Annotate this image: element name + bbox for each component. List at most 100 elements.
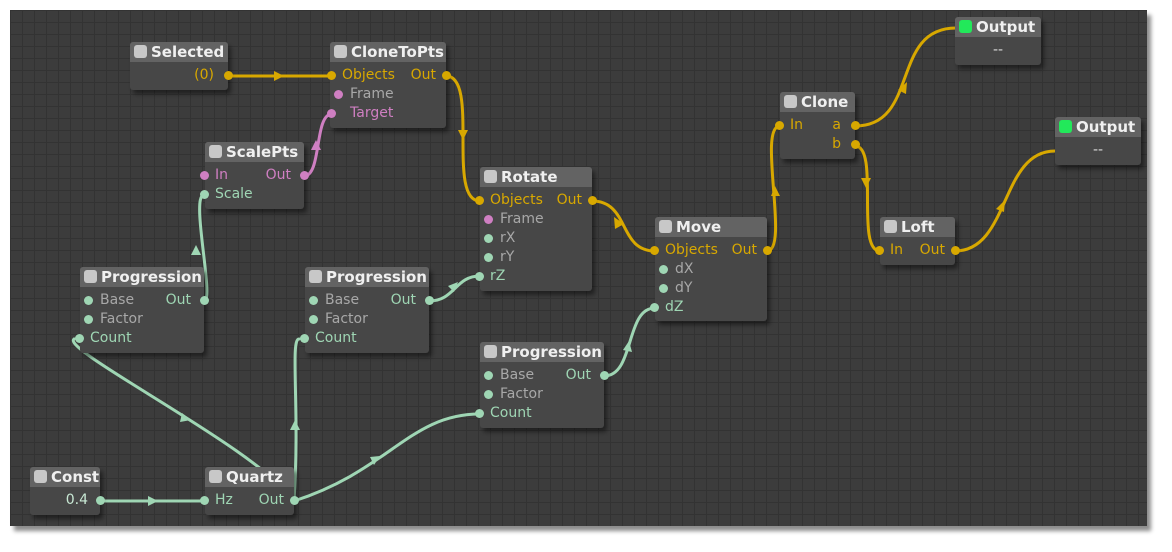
output-pin[interactable] <box>200 296 209 305</box>
node-toggle-checkbox[interactable] <box>84 270 97 283</box>
wire-quartz-to-progression2-count[interactable] <box>292 337 301 503</box>
input-label-dz: dZ <box>665 299 684 315</box>
node-title: Selected <box>151 43 225 61</box>
output-pin[interactable] <box>300 171 309 180</box>
node-toggle-checkbox[interactable] <box>484 170 497 183</box>
wire-clone-a-to-output1[interactable] <box>853 26 958 128</box>
node-toggle-checkbox[interactable] <box>309 270 322 283</box>
input-pin-scale[interactable] <box>200 190 209 199</box>
output-pin-b[interactable] <box>851 140 860 149</box>
input-pin-target[interactable] <box>327 109 336 118</box>
input-pin-count[interactable] <box>75 334 84 343</box>
node-toggle-checkbox[interactable] <box>1059 120 1072 133</box>
input-label-count: Count <box>315 330 357 346</box>
wire-rotate-to-move[interactable] <box>590 199 657 253</box>
wire-quartz-to-progression3-count[interactable] <box>292 412 482 503</box>
output-pin[interactable] <box>588 196 597 205</box>
node-clonetopts[interactable]: CloneToPts Objects Out Frame Target <box>327 42 451 128</box>
output-label: Out <box>410 67 436 83</box>
output-pin[interactable] <box>290 496 299 505</box>
node-header[interactable] <box>955 17 1041 37</box>
node-loft[interactable]: Loft In Out <box>875 217 960 265</box>
node-header[interactable] <box>30 467 100 487</box>
input-pin-objects[interactable] <box>650 246 659 255</box>
input-pin-base[interactable] <box>309 296 318 305</box>
node-toggle-checkbox[interactable] <box>334 45 347 58</box>
input-pin-frame[interactable] <box>334 90 343 99</box>
node-header[interactable] <box>205 142 304 162</box>
output-pin[interactable] <box>763 246 772 255</box>
input-label-hz: Hz <box>215 492 233 508</box>
node-toggle-checkbox[interactable] <box>659 220 672 233</box>
node-toggle-checkbox[interactable] <box>209 145 222 158</box>
input-pin-factor[interactable] <box>484 390 493 399</box>
node-header[interactable] <box>655 217 767 237</box>
node-toggle-checkbox[interactable] <box>884 220 897 233</box>
const-value[interactable]: 0.4 <box>65 492 88 508</box>
output-pin[interactable] <box>951 246 960 255</box>
node-header[interactable] <box>780 92 855 112</box>
node-quartz[interactable]: Quartz Hz Out <box>200 467 299 515</box>
node-header[interactable] <box>305 267 429 287</box>
node-progression-1[interactable]: Progression Base Out Factor Count <box>75 267 209 353</box>
output-pin[interactable] <box>600 371 609 380</box>
node-header[interactable] <box>330 42 446 62</box>
input-label-ry: rY <box>500 249 515 265</box>
node-clone[interactable]: Clone In a b <box>775 92 860 159</box>
input-pin-rz[interactable] <box>475 272 484 281</box>
node-toggle-checkbox[interactable] <box>134 45 147 58</box>
wire-progression3-to-move-dz[interactable] <box>602 306 657 378</box>
wire-loft-to-output2[interactable] <box>953 149 1057 253</box>
input-pin-ry[interactable] <box>484 253 493 262</box>
node-toggle-checkbox[interactable] <box>34 470 47 483</box>
output-pin-a[interactable] <box>851 121 860 130</box>
node-header[interactable] <box>130 42 228 62</box>
node-progression-3[interactable]: Progression Base Out Factor Count <box>475 342 609 428</box>
input-pin-objects[interactable] <box>327 71 336 80</box>
input-pin-dx[interactable] <box>659 265 668 274</box>
node-toggle-checkbox[interactable] <box>784 95 797 108</box>
input-pin-dz[interactable] <box>650 303 659 312</box>
output-pin[interactable] <box>442 71 451 80</box>
node-header[interactable] <box>880 217 955 237</box>
node-header[interactable] <box>205 467 294 487</box>
input-pin-count[interactable] <box>300 334 309 343</box>
input-pin-base[interactable] <box>84 296 93 305</box>
node-header[interactable] <box>80 267 204 287</box>
node-toggle-checkbox[interactable] <box>209 470 222 483</box>
output-pin[interactable] <box>224 71 233 80</box>
node-selected[interactable]: Selected (0) <box>130 42 233 90</box>
node-const[interactable]: Const 0.4 <box>30 467 105 515</box>
input-pin-rx[interactable] <box>484 234 493 243</box>
node-toggle-checkbox[interactable] <box>959 20 972 33</box>
input-pin-in[interactable] <box>200 171 209 180</box>
input-pin-factor[interactable] <box>309 315 318 324</box>
wire-move-to-clone[interactable] <box>765 124 782 253</box>
wire-clone-b-to-loft[interactable] <box>853 144 882 253</box>
output-pin[interactable] <box>96 496 105 505</box>
node-header[interactable] <box>480 342 604 362</box>
node-output-2[interactable]: Output -- <box>1055 117 1141 165</box>
input-pin-count[interactable] <box>475 409 484 418</box>
input-label-frame: Frame <box>500 211 544 227</box>
input-pin-in[interactable] <box>875 246 884 255</box>
node-scalepts[interactable]: ScalePts In Out Scale <box>200 142 309 209</box>
node-move[interactable]: Move Objects Out dX dY dZ <box>650 217 772 321</box>
input-pin-objects[interactable] <box>475 196 484 205</box>
output-pin[interactable] <box>425 296 434 305</box>
input-pin-dy[interactable] <box>659 284 668 293</box>
node-header[interactable] <box>480 167 592 187</box>
input-pin-hz[interactable] <box>200 496 209 505</box>
node-toggle-checkbox[interactable] <box>484 345 497 358</box>
input-pin-frame[interactable] <box>484 215 493 224</box>
node-rotate[interactable]: Rotate Objects Out Frame rX rY rZ <box>475 167 597 291</box>
node-progression-2[interactable]: Progression Base Out Factor Count <box>300 267 434 353</box>
node-title: CloneToPts <box>351 43 444 61</box>
input-pin-base[interactable] <box>484 371 493 380</box>
node-graph-canvas[interactable]: Selected (0) CloneToPts Objects Out Fram… <box>10 10 1147 526</box>
input-pin-in[interactable] <box>775 121 784 130</box>
node-header[interactable] <box>1055 117 1141 137</box>
input-label-in: In <box>890 242 904 258</box>
node-output-1[interactable]: Output -- <box>955 17 1041 65</box>
input-pin-factor[interactable] <box>84 315 93 324</box>
